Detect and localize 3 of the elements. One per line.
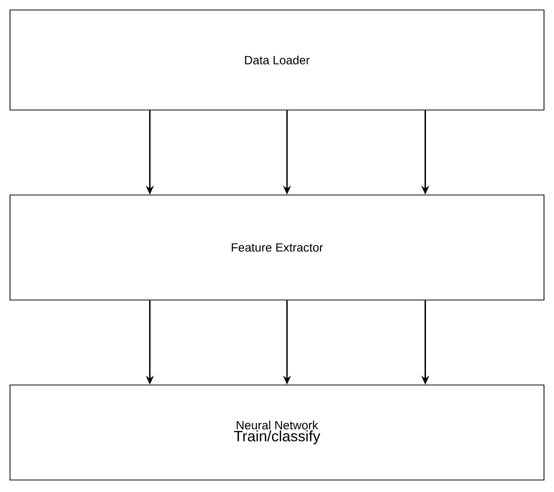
process-box: Data Loader	[10, 10, 544, 110]
process-box: Neural Network Train/classify	[10, 384, 544, 480]
process-box: Feature Extractor	[10, 194, 544, 300]
